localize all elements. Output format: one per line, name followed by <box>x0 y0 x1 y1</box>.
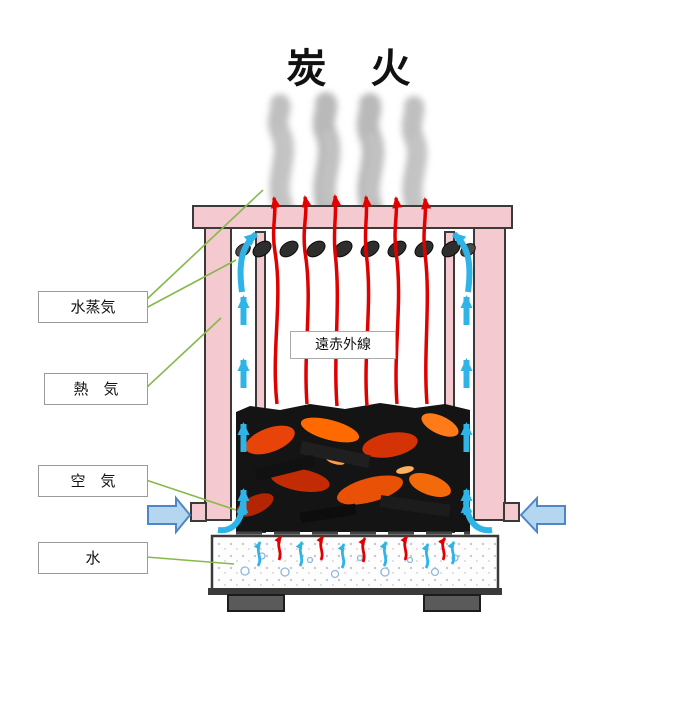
water-steam-arrows <box>253 535 456 569</box>
grate-holes <box>235 240 476 258</box>
label-air: 空 気 <box>38 465 148 497</box>
stove-feet <box>227 594 481 612</box>
inlet-arrow-left <box>147 495 192 535</box>
label-water-text: 水 <box>85 548 101 567</box>
smoke <box>267 92 428 217</box>
diagram-title: 炭 火 <box>286 46 413 92</box>
label-far-infrared-text: 遠赤外線 <box>315 337 371 353</box>
inlet-arrow-right <box>519 495 566 535</box>
water-bubbles <box>240 552 459 579</box>
label-steam-text: 水蒸気 <box>70 297 116 316</box>
stove-body <box>190 205 520 533</box>
infrared-arrows <box>270 194 432 407</box>
label-air-text: 空 気 <box>70 471 116 490</box>
label-hot-air-text: 熱 気 <box>73 379 119 398</box>
label-far-infrared: 遠赤外線 <box>290 331 396 359</box>
water-pan <box>208 534 502 595</box>
label-steam: 水蒸気 <box>38 291 148 323</box>
charcoal <box>236 403 470 532</box>
airflow-arrows <box>217 231 493 534</box>
label-hot-air: 熱 気 <box>44 373 148 405</box>
green-connector-lines <box>145 189 264 565</box>
label-water: 水 <box>38 542 148 574</box>
